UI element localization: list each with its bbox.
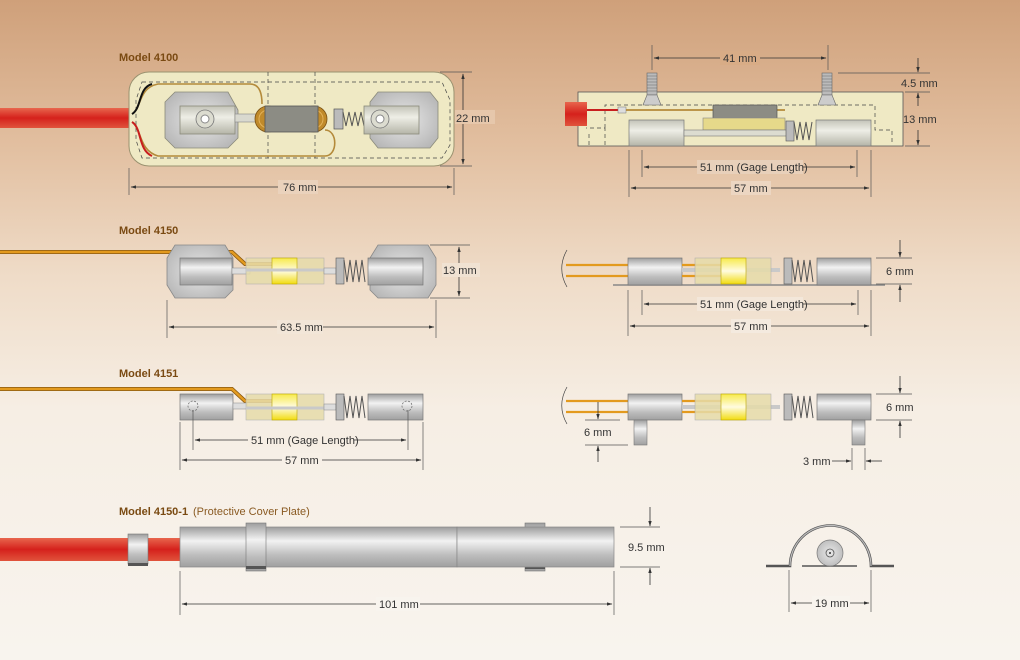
model-4150-1-subtitle: (Protective Cover Plate)	[193, 506, 310, 518]
coil	[720, 257, 747, 285]
model-4150-side-view: 6 mm 51 mm (Gage Length) 57 mm	[561, 240, 914, 336]
dim-4100-height: 13 mm	[903, 114, 937, 126]
side-block-left	[628, 119, 685, 147]
dim-4151-pin-diameter: 3 mm	[803, 456, 831, 468]
right-end-block	[367, 393, 424, 421]
model-4150-1-title: Model 4150-1	[119, 506, 188, 518]
dim-4100-length: 76 mm	[283, 182, 317, 194]
plucking-magnet	[264, 105, 319, 133]
signal-cable	[0, 108, 132, 128]
dim-4100-width: 22 mm	[456, 113, 490, 125]
dim-4150-1-diameter: 9.5 mm	[628, 542, 665, 554]
side-cable	[565, 102, 587, 126]
side-block-left	[627, 393, 683, 421]
cover-tube	[179, 526, 458, 568]
dim-4150-gage-length: 51 mm (Gage Length)	[700, 299, 808, 311]
dim-4150-1-end-width: 19 mm	[815, 598, 849, 610]
model-4150-1-end-view: 19 mm	[766, 524, 894, 612]
spring	[343, 259, 366, 283]
tension-spring	[342, 111, 368, 127]
side-block-right	[816, 393, 872, 421]
side-block-right	[816, 257, 872, 286]
dim-4150-overall: 57 mm	[734, 321, 768, 333]
dim-4151-pin-length: 6 mm	[584, 427, 612, 439]
cover-band-left	[245, 522, 267, 572]
model-4100-side-view: Model 4150 41 mm 4.5 mm 13 mm 51 mm (Gag…	[565, 45, 938, 197]
model-4100-top-view: Model 4100 22 mm	[0, 52, 495, 195]
dim-4100-gage-length: 51 mm (Gage Length)	[700, 162, 808, 174]
anchor-pin-left	[633, 419, 648, 446]
model-4151-side-view: 6 mm 6 mm 3 mm	[561, 376, 914, 470]
protective-cable	[0, 538, 180, 561]
dim-4150-height: 6 mm	[886, 266, 914, 278]
side-block-left	[627, 257, 683, 286]
model-4100-title: Model 4100	[119, 52, 178, 64]
model-4150-1-side-view: Model 4150-1 (Protective Cover Plate) 9.…	[0, 506, 665, 615]
model-4150-title: Model 4150	[119, 225, 178, 237]
model-4150-top-view: Model 4150 13 mm 63.5 mm	[0, 225, 480, 338]
nut	[333, 108, 344, 130]
dim-4100-screw-height: 4.5 mm	[901, 78, 938, 90]
anchor-pin-right	[851, 419, 866, 446]
model-4151-top-view: Model 4151 51 mm (Gage Length) 57 mm	[0, 368, 424, 470]
dim-4150-length: 63.5 mm	[280, 322, 323, 334]
left-end-block	[179, 393, 234, 421]
dim-4100-screw-spacing-label: 41 mm	[723, 53, 757, 65]
coil	[720, 393, 747, 421]
dim-4100-overall: 57 mm	[734, 183, 768, 195]
dim-4151-gage-length: 51 mm (Gage Length)	[251, 435, 359, 447]
dim-4151-overall: 57 mm	[285, 455, 319, 467]
dim-4151-height: 6 mm	[886, 402, 914, 414]
mounting-screw-left	[642, 72, 662, 106]
dim-4150-1-length: 101 mm	[379, 599, 419, 611]
mounting-screw-right	[817, 72, 837, 106]
nut	[335, 257, 345, 285]
dim-4150-width: 13 mm	[443, 265, 477, 277]
cable-clamp	[127, 533, 149, 565]
side-block-right	[815, 119, 872, 147]
model-4151-title: Model 4151	[119, 368, 178, 380]
